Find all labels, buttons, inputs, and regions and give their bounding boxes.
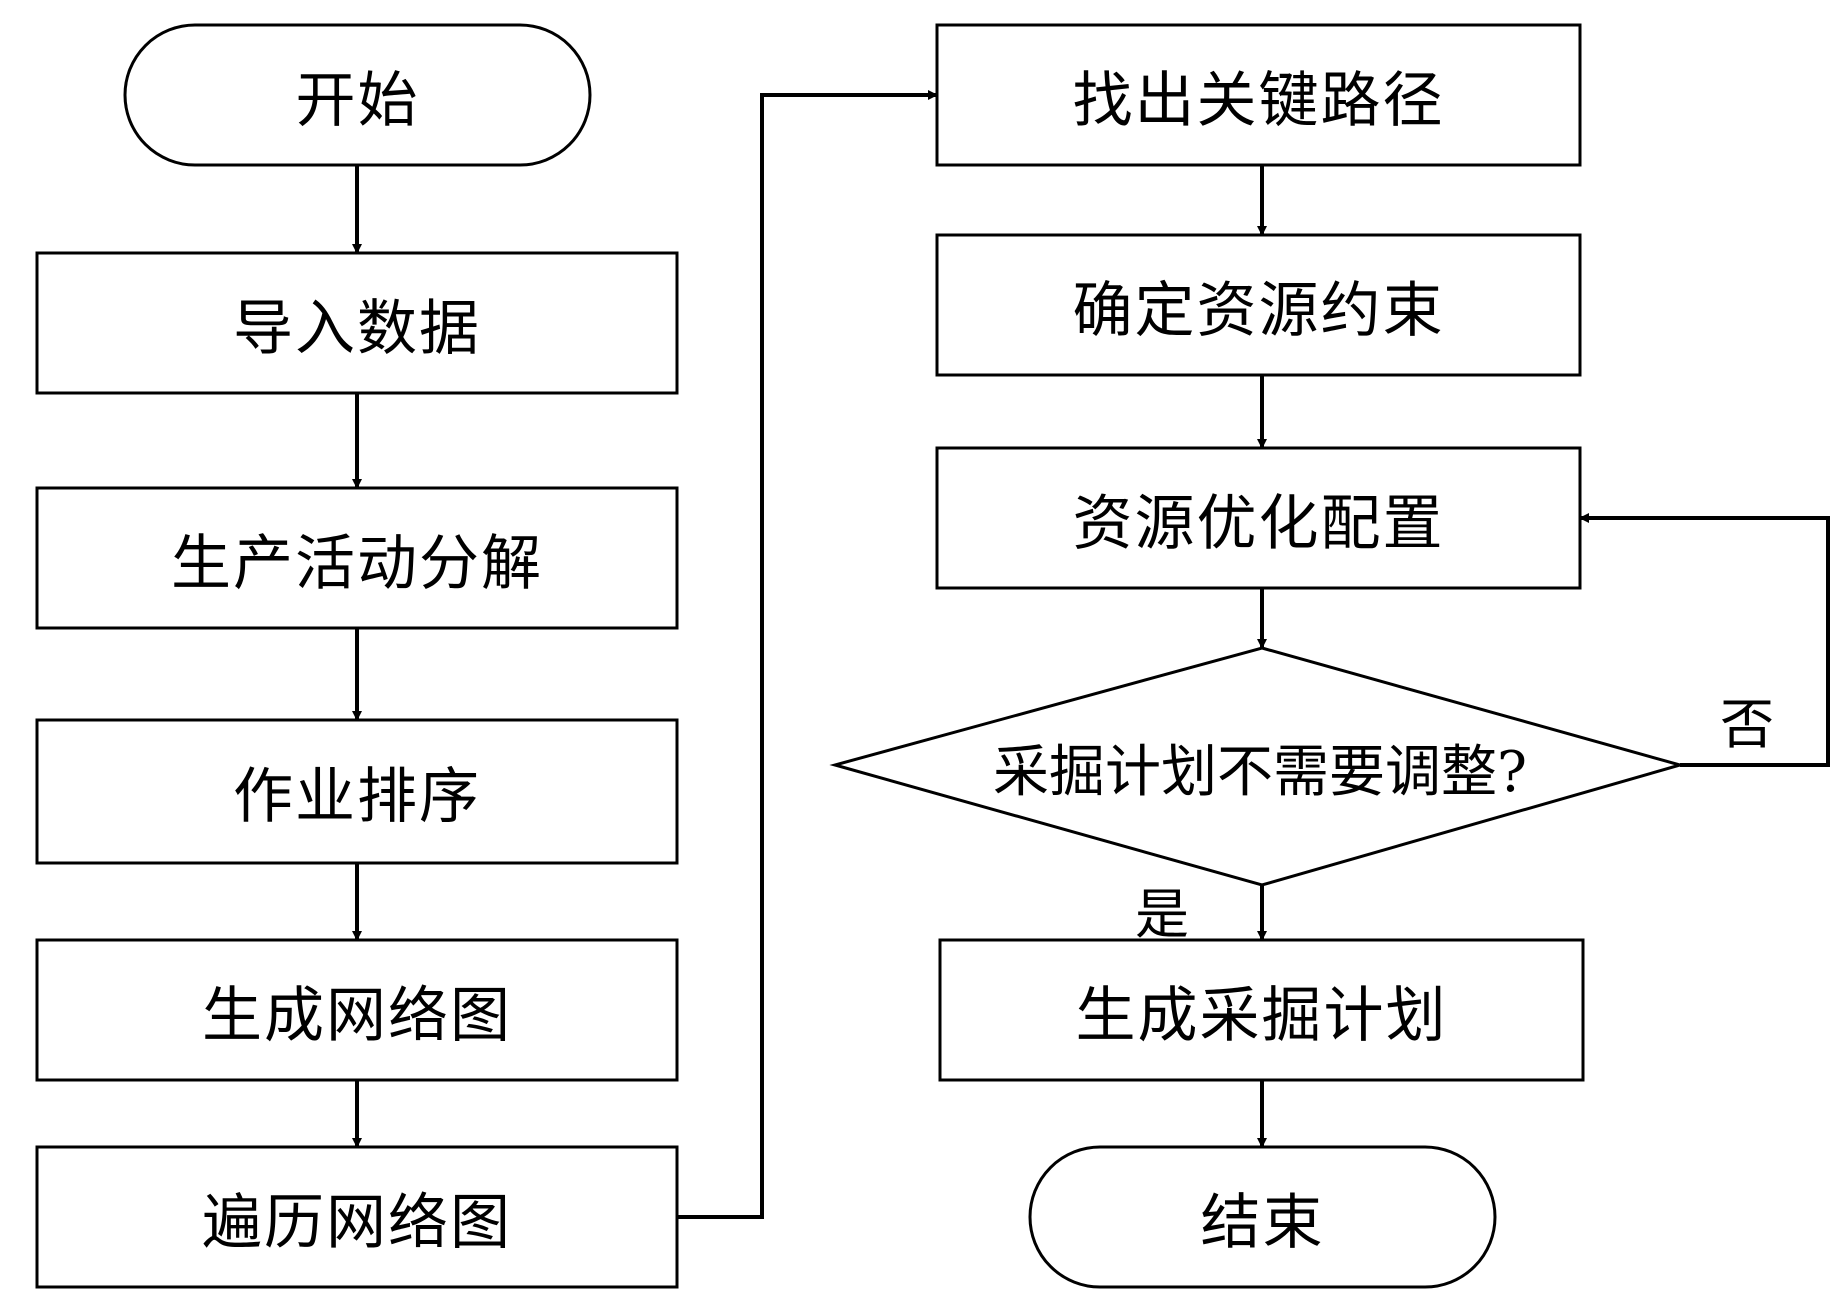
arrow-decision-no-loop xyxy=(1579,513,1830,767)
import-data-box xyxy=(35,251,679,395)
decision-no-label: 否 xyxy=(1720,693,1774,756)
critical-path-label: 找出关键路径 xyxy=(1072,65,1445,136)
sequence-box xyxy=(35,718,679,865)
resource-optimize-box xyxy=(935,446,1582,590)
end-label: 结束 xyxy=(1200,1187,1325,1258)
resource-constraint-box xyxy=(935,233,1582,377)
gen-plan-box xyxy=(938,938,1585,1082)
decision-label: 采掘计划不需要调整? xyxy=(992,739,1528,805)
resource-optimize-label: 资源优化配置 xyxy=(1072,488,1445,559)
arrow-traverse-to-critical-path xyxy=(677,90,938,1219)
resource-constraint-label: 确定资源约束 xyxy=(1072,275,1445,346)
gen-network-label: 生成网络图 xyxy=(202,980,512,1051)
import-data-label: 导入数据 xyxy=(233,293,481,364)
decompose-label: 生产活动分解 xyxy=(171,528,543,599)
traverse-network-box xyxy=(35,1145,679,1289)
decision-yes-label: 是 xyxy=(1135,883,1189,946)
start-label: 开始 xyxy=(295,65,420,136)
traverse-network-label: 遍历网络图 xyxy=(202,1187,512,1258)
gen-plan-label: 生成采掘计划 xyxy=(1075,980,1448,1051)
critical-path-box xyxy=(935,23,1582,167)
sequence-label: 作业排序 xyxy=(233,762,481,832)
